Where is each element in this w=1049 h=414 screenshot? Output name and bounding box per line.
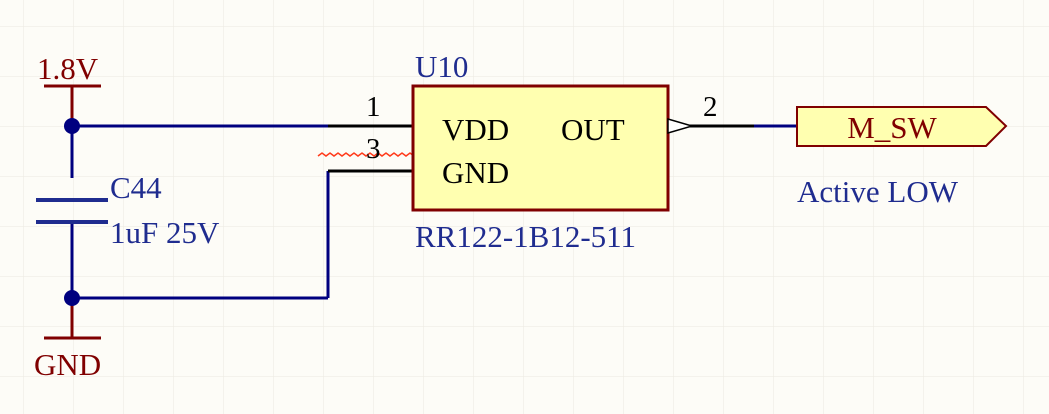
net-port-note: Active LOW <box>797 174 959 209</box>
pin-vdd-name: VDD <box>442 112 509 147</box>
capacitor-value: 1uF 25V <box>110 215 220 250</box>
pin-3-number: 3 <box>366 133 381 165</box>
capacitor-c44[interactable]: C44 1uF 25V <box>36 170 220 250</box>
net-port-m-sw[interactable]: M_SW Active LOW <box>796 106 1008 209</box>
vcc-power-port[interactable]: 1.8V <box>37 51 101 126</box>
ic-body <box>411 84 670 212</box>
pin-out-name: OUT <box>561 112 625 147</box>
net-port-shape <box>796 106 1008 147</box>
pin-2-number: 2 <box>703 91 718 123</box>
junction-vcc <box>64 118 80 134</box>
pin-1-number: 1 <box>366 91 381 123</box>
vcc-label: 1.8V <box>37 51 99 86</box>
erc-warning-squiggle <box>317 152 423 157</box>
ic-u10[interactable]: 1 3 2 VDD GND OUT U10 RR122-1B12-511 <box>317 49 754 254</box>
capacitor-designator: C44 <box>110 170 162 205</box>
output-pin-arrow <box>667 118 695 134</box>
wires <box>70 124 797 300</box>
net-port-label: M_SW <box>847 110 937 145</box>
ic-designator: U10 <box>415 49 468 84</box>
ic-part-number: RR122-1B12-511 <box>415 219 636 254</box>
junction-gnd <box>64 290 80 306</box>
gnd-label: GND <box>34 347 101 382</box>
pin-gnd-name: GND <box>442 155 509 190</box>
